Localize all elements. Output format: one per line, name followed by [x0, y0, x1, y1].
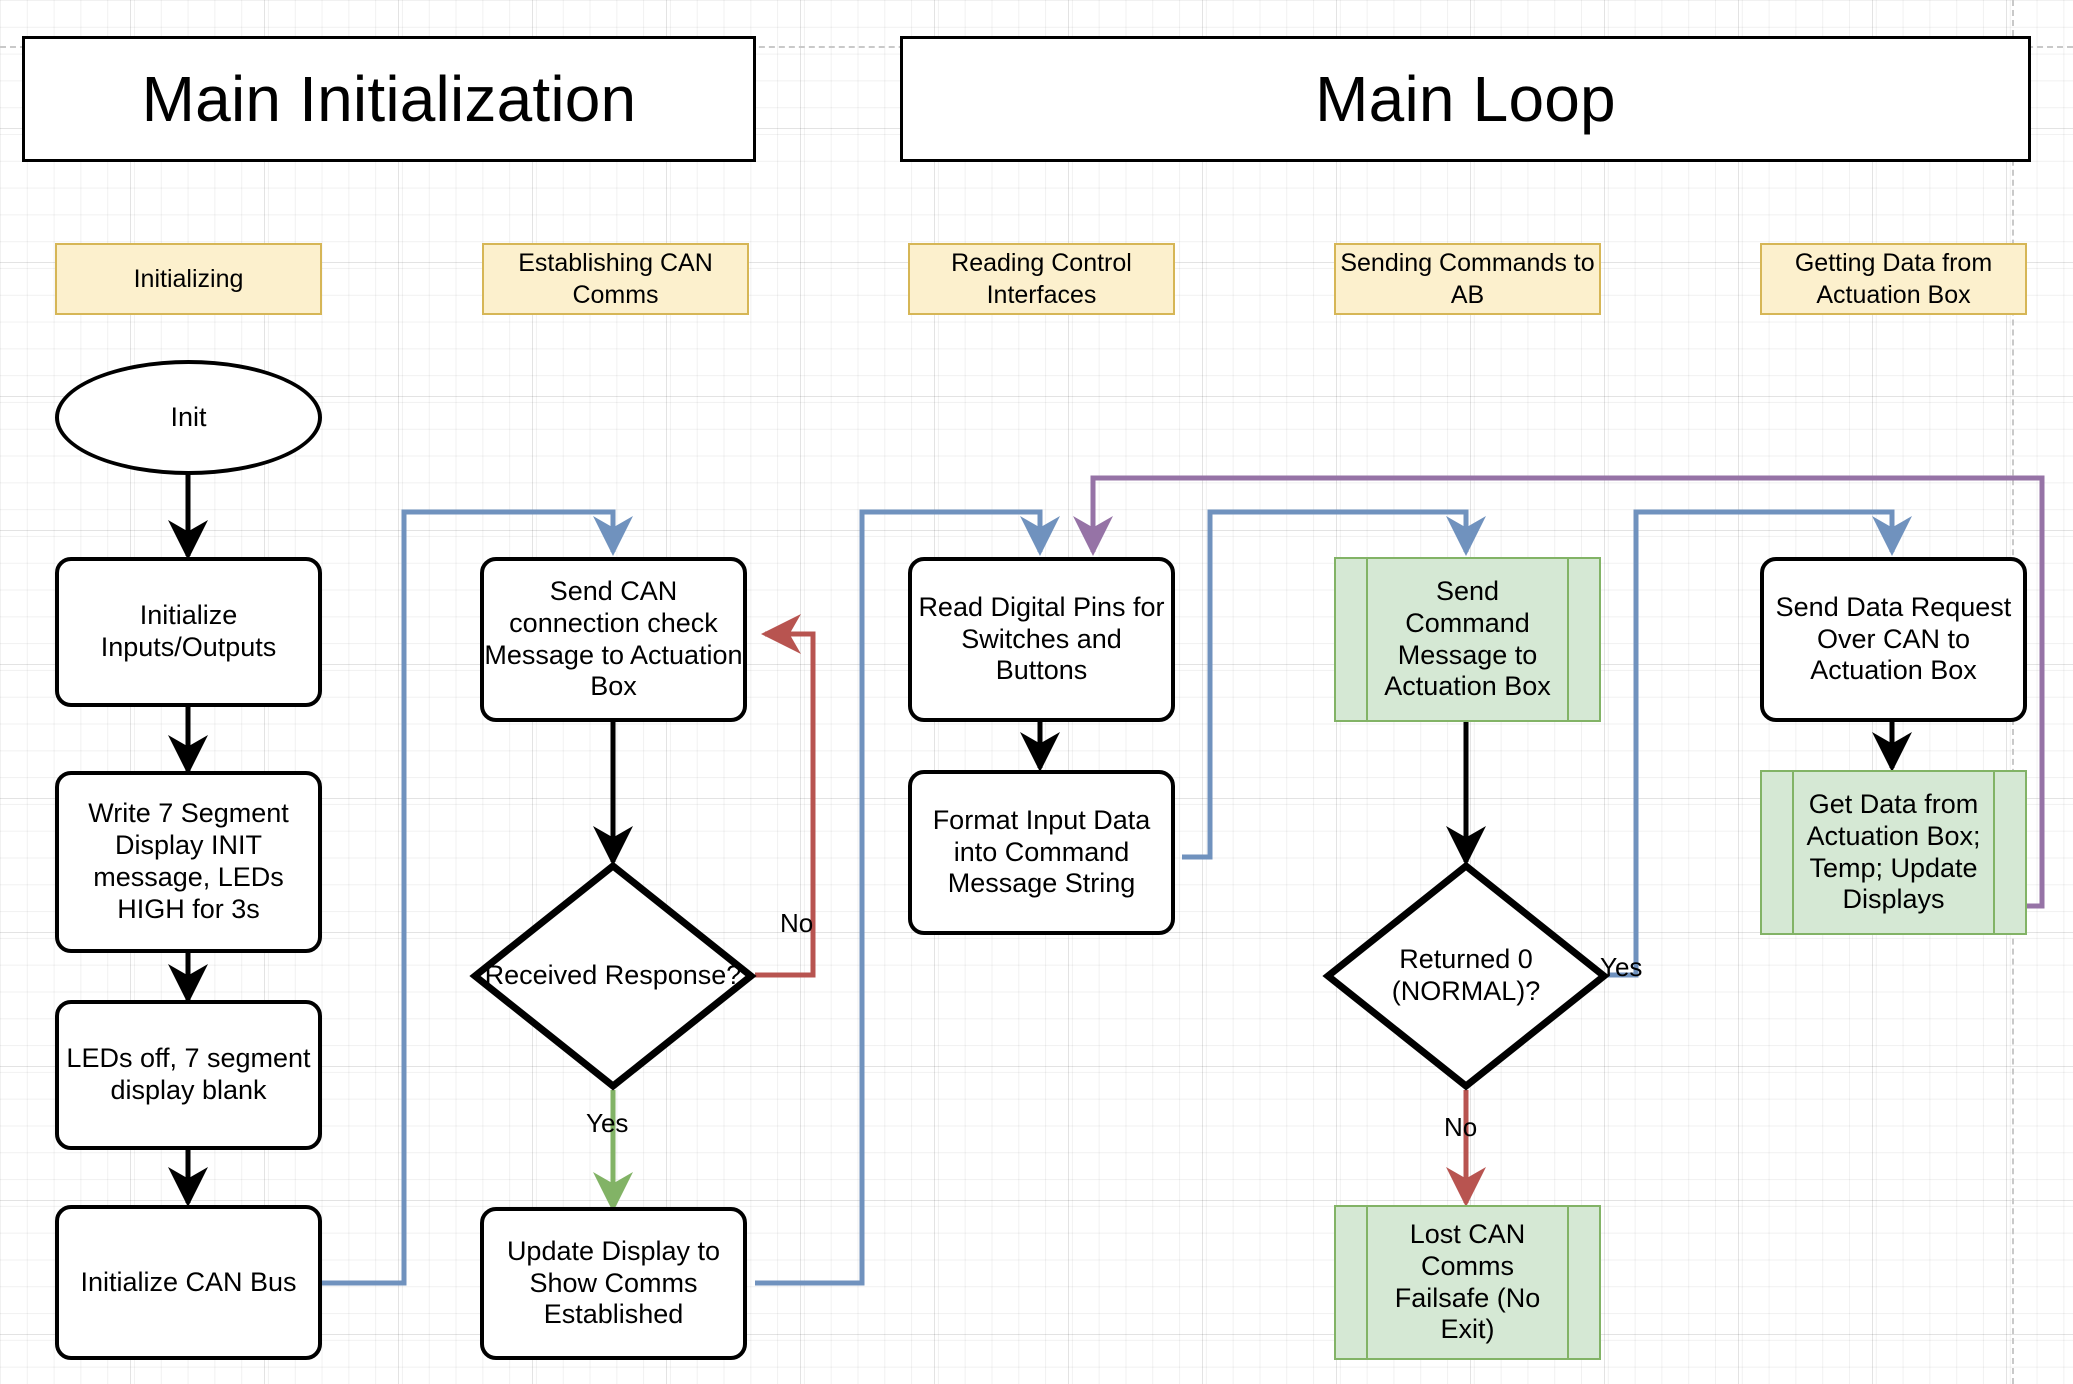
decision-diamond-shape	[469, 861, 757, 1091]
node-leds-off-label: LEDs off, 7 segment display blank	[66, 1043, 311, 1105]
node-send-can-check: Send CAN connection check Message to Act…	[480, 557, 747, 722]
node-send-can-check-label: Send CAN connection check Message to Act…	[484, 575, 743, 702]
group-label-reading-control: Reading Control Interfaces	[908, 243, 1175, 315]
group-label-initializing-text: Initializing	[133, 265, 244, 293]
node-received-response-label: Received Response?	[484, 960, 742, 991]
node-update-display-label: Update Display to Show Comms Established	[506, 1235, 721, 1330]
node-received-response: Received Response?	[469, 861, 757, 1091]
title-main-initialization-label: Main Initialization	[141, 63, 637, 135]
node-init-label: Init	[170, 401, 207, 432]
edge-no-loopback-to-sendcancheck	[755, 614, 816, 978]
decision-diamond-shape	[1322, 861, 1610, 1091]
node-read-digital-pins-label: Read Digital Pins for Switches and Butto…	[918, 591, 1165, 686]
node-send-data-request: Send Data Request Over CAN to Actuation …	[1760, 557, 2027, 722]
node-format-input-data: Format Input Data into Command Message S…	[908, 770, 1175, 935]
node-initialize-can-bus-label: Initialize CAN Bus	[80, 1266, 297, 1297]
edge-updatedisplay-to-readpins	[755, 509, 1060, 1286]
edge-label-yes-received: Yes	[586, 1108, 629, 1138]
group-label-sending-commands-text: Sending Commands to AB	[1340, 249, 1595, 309]
predefined-right-bar	[1567, 1207, 1569, 1358]
predefined-right-bar	[1567, 559, 1569, 720]
node-send-command-message: Send Command Message to Actuation Box	[1334, 557, 1601, 722]
node-lost-can-failsafe-label: Lost CAN Comms Failsafe (No Exit)	[1394, 1218, 1541, 1345]
group-label-initializing: Initializing	[55, 243, 322, 315]
predefined-left-bar	[1792, 772, 1794, 933]
title-main-loop-label: Main Loop	[1315, 63, 1616, 135]
predefined-right-bar	[1993, 772, 1995, 933]
edge-formatinput-to-sendcommand	[1182, 509, 1486, 860]
title-main-loop: Main Loop	[900, 36, 2031, 162]
node-read-digital-pins: Read Digital Pins for Switches and Butto…	[908, 557, 1175, 722]
group-label-getting-data-text: Getting Data from Actuation Box	[1794, 249, 1993, 309]
group-label-establishing-can: Establishing CAN Comms	[482, 243, 749, 315]
group-label-establishing-can-text: Establishing CAN Comms	[518, 249, 713, 309]
node-get-data: Get Data from Actuation Box; Temp; Updat…	[1760, 770, 2027, 935]
predefined-left-bar	[1366, 1207, 1368, 1358]
edge-label-no-returned: No	[1444, 1112, 1478, 1142]
node-format-input-data-label: Format Input Data into Command Message S…	[932, 804, 1151, 899]
node-returned-zero-label: Returned 0 (NORMAL)?	[1391, 944, 1541, 1006]
node-lost-can-failsafe: Lost CAN Comms Failsafe (No Exit)	[1334, 1205, 1601, 1360]
node-initialize-can-bus: Initialize CAN Bus	[55, 1205, 322, 1360]
group-label-getting-data: Getting Data from Actuation Box	[1760, 243, 2027, 315]
group-label-sending-commands: Sending Commands to AB	[1334, 243, 1601, 315]
predefined-left-bar	[1366, 559, 1368, 720]
edge-initcan-to-sendcancheck	[258, 509, 633, 1286]
group-label-reading-control-text: Reading Control Interfaces	[951, 249, 1132, 309]
node-write-7-segment: Write 7 Segment Display INIT message, LE…	[55, 771, 322, 953]
node-returned-zero: Returned 0 (NORMAL)?	[1322, 861, 1610, 1091]
edge-label-no-received: No	[780, 908, 814, 938]
edge-getdata-loopback-to-readpins	[1073, 475, 2045, 909]
node-get-data-label: Get Data from Actuation Box; Temp; Updat…	[1806, 788, 1981, 915]
node-initialize-io-label: Initialize Inputs/Outputs	[100, 600, 277, 662]
edge-yesreturned-to-senddatareq	[1608, 509, 1912, 978]
node-update-display: Update Display to Show Comms Established	[480, 1207, 747, 1360]
node-send-command-message-label: Send Command Message to Actuation Box	[1384, 575, 1551, 702]
node-send-data-request-label: Send Data Request Over CAN to Actuation …	[1775, 591, 2012, 686]
node-init: Init	[55, 360, 322, 475]
edge-label-yes-returned: Yes	[1600, 952, 1643, 982]
node-leds-off: LEDs off, 7 segment display blank	[55, 1000, 322, 1150]
node-initialize-io: Initialize Inputs/Outputs	[55, 557, 322, 707]
node-write-7-segment-label: Write 7 Segment Display INIT message, LE…	[88, 798, 289, 924]
title-main-initialization: Main Initialization	[22, 36, 756, 162]
